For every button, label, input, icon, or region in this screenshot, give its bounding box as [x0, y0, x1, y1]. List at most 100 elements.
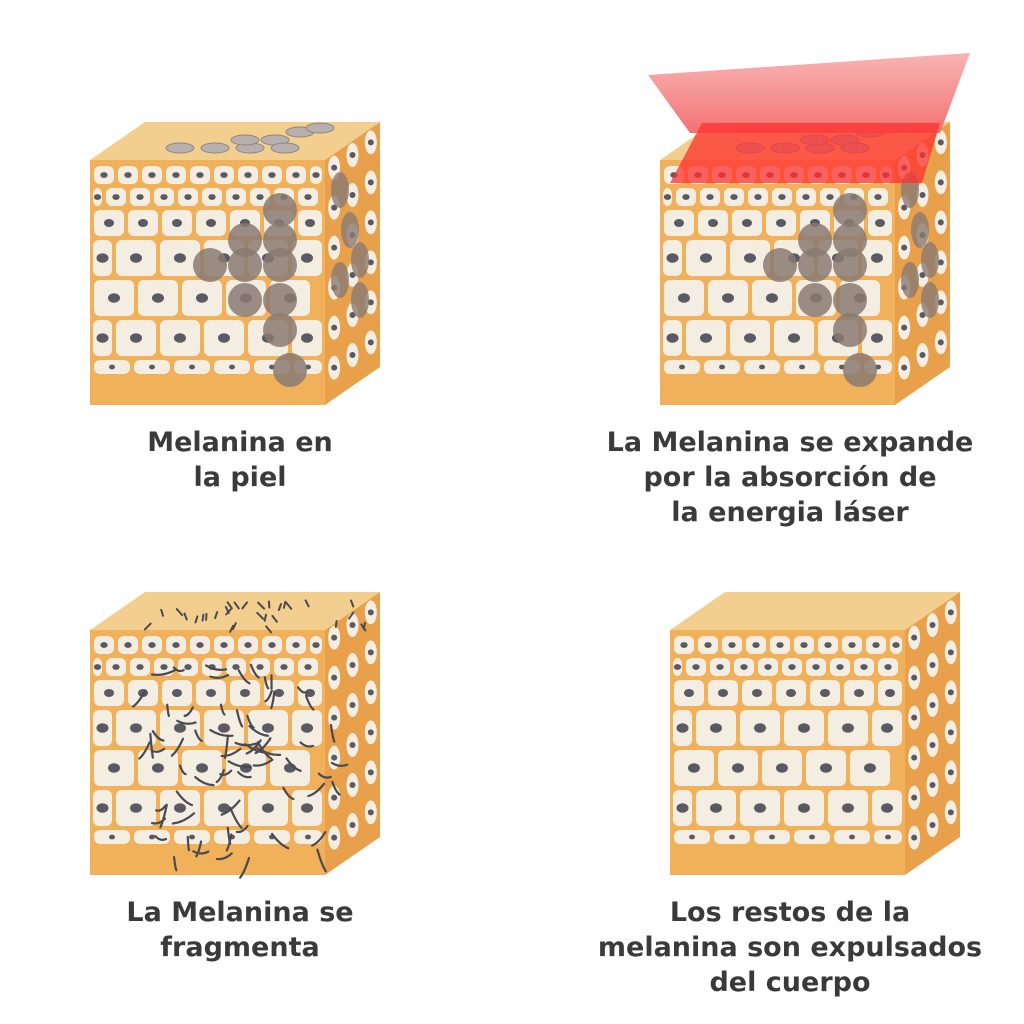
melanin-fragment — [317, 772, 332, 779]
melanin-granule-side — [351, 282, 369, 318]
nucleus — [719, 364, 725, 370]
melanin-granule-side — [341, 212, 359, 248]
nucleus — [798, 723, 810, 733]
nucleus — [256, 664, 264, 670]
melanin-fragment — [150, 668, 177, 676]
side-nucleus — [349, 742, 356, 748]
nucleus — [96, 253, 109, 263]
nucleus — [262, 723, 274, 733]
side-nucleus — [901, 244, 908, 251]
nucleus — [256, 194, 264, 200]
nucleus — [682, 194, 690, 200]
caption-1: Melanina en la piel — [100, 425, 380, 495]
nucleus — [172, 172, 180, 178]
melanin-fragment — [175, 790, 194, 807]
nucleus — [301, 333, 313, 343]
nucleus — [268, 642, 276, 648]
melanin-fragment — [237, 669, 251, 685]
nucleus — [729, 834, 735, 840]
melanin-granule — [263, 193, 297, 227]
side-nucleus — [947, 809, 954, 816]
nucleus — [305, 834, 311, 840]
melanin-fragment — [194, 729, 203, 742]
melanin-fragment-top — [348, 611, 355, 620]
side-nucleus — [901, 364, 908, 371]
nucleus — [292, 172, 300, 178]
nucleus — [124, 642, 132, 648]
nucleus — [764, 664, 772, 670]
melanin-fragment — [254, 737, 272, 755]
melanin-fragment — [244, 743, 268, 754]
melanin-granule-side — [331, 262, 349, 298]
side-nucleus — [911, 794, 918, 801]
side-nucleus — [331, 634, 338, 641]
melanin-fragment — [209, 728, 234, 737]
nucleus — [149, 364, 155, 370]
nucleus — [752, 642, 760, 648]
side-nucleus — [929, 822, 936, 828]
side-nucleus — [947, 649, 954, 656]
nucleus — [663, 194, 672, 200]
top-face — [90, 592, 380, 630]
side-nucleus — [937, 339, 944, 346]
nucleus — [206, 219, 216, 227]
nucleus — [112, 194, 120, 200]
side-nucleus — [349, 272, 356, 278]
nucleus — [754, 194, 762, 200]
nucleus — [872, 642, 880, 648]
nucleus — [280, 664, 288, 670]
nucleus — [304, 194, 312, 200]
nucleus — [218, 723, 230, 733]
side-nucleus — [911, 754, 918, 761]
nucleus — [196, 293, 208, 303]
caption-3-line-2: fragmenta — [160, 932, 320, 963]
nucleus — [262, 803, 274, 813]
nucleus — [104, 219, 114, 227]
nucleus — [104, 689, 114, 697]
nucleus — [884, 664, 892, 670]
nucleus — [874, 194, 882, 200]
side-nucleus — [367, 259, 374, 266]
side-nucleus — [367, 179, 374, 186]
nucleus — [788, 333, 800, 343]
nucleus — [138, 219, 148, 227]
nucleus — [716, 664, 724, 670]
melanin-fragment-top — [277, 603, 283, 612]
nucleus — [849, 834, 855, 840]
melanin-granule — [263, 223, 297, 257]
nucleus — [109, 364, 115, 370]
side-nucleus — [929, 702, 936, 708]
melanin-fragment — [304, 694, 315, 711]
side-nucleus — [929, 662, 936, 668]
side-nucleus — [937, 219, 944, 226]
melanin-granule — [228, 223, 262, 257]
melanin-granule — [833, 223, 867, 257]
skin-cube-4 — [670, 592, 960, 875]
nucleus — [881, 723, 893, 733]
nucleus — [312, 172, 320, 178]
melanin-fragment — [331, 780, 341, 796]
nucleus — [130, 333, 142, 343]
nucleus — [836, 664, 844, 670]
melanin-clusters — [165, 122, 369, 387]
melanin-fragment — [248, 724, 269, 737]
caption-2-line-2: por la absorción de — [643, 462, 937, 493]
nucleus — [208, 194, 216, 200]
melanin-fragment — [159, 803, 168, 829]
side-nucleus — [349, 352, 356, 358]
nucleus — [96, 333, 109, 343]
melanin-fragment-top — [183, 612, 188, 621]
melanin-fragment — [183, 706, 194, 717]
nucleus — [676, 723, 689, 733]
nucleus — [174, 723, 186, 733]
nucleus — [301, 253, 313, 263]
melanin-fragment — [138, 741, 151, 760]
melanin-fragment — [186, 835, 191, 852]
caption-1-line-2: la piel — [193, 462, 287, 493]
nucleus — [172, 689, 182, 697]
nucleus — [759, 364, 765, 370]
nucleus — [160, 194, 168, 200]
nucleus — [109, 834, 115, 840]
nucleus — [710, 723, 722, 733]
melanin-granule-side — [901, 262, 919, 298]
